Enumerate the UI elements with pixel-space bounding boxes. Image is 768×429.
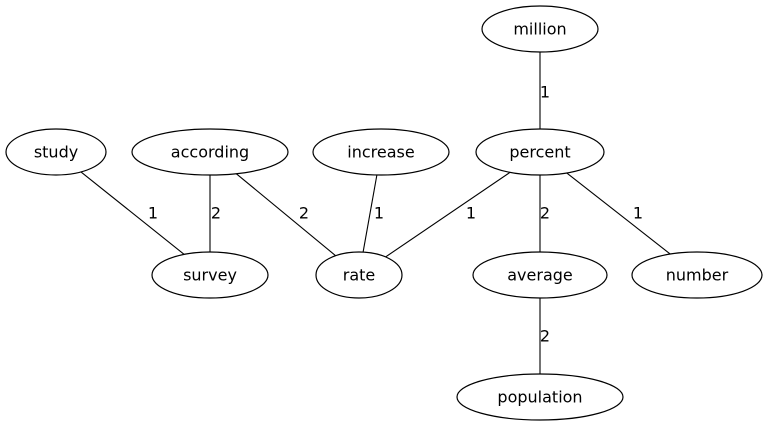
edges-layer: 1 1 2 2 1 1 2 1 2 [80, 52, 671, 374]
edge-weight-label: 2 [540, 327, 550, 346]
node-label: population [497, 388, 582, 407]
node-percent: percent [475, 128, 605, 176]
edge-average-population: 2 [539, 298, 550, 374]
edge-percent-average: 2 [539, 175, 550, 252]
edge-study-survey: 1 [80, 171, 185, 255]
edge-weight-label: 1 [374, 204, 384, 223]
edge-percent-number: 1 [566, 172, 671, 255]
node-label: increase [347, 143, 414, 162]
edge-percent-rate: 1 [385, 171, 511, 258]
edge-line [385, 171, 511, 258]
node-number: number [631, 251, 763, 299]
node-label: million [513, 20, 566, 39]
edge-weight-label: 1 [148, 204, 158, 223]
node-ellipse [312, 128, 450, 176]
node-label: survey [183, 266, 237, 285]
edge-weight-label: 1 [540, 83, 550, 102]
edge-increase-rate: 1 [362, 174, 384, 253]
node-rate: rate [315, 251, 403, 299]
node-according: according [131, 128, 289, 176]
node-ellipse [631, 251, 763, 299]
nodes-layer: million study according increase percent surv… [5, 5, 763, 421]
edge-line [80, 171, 185, 255]
node-label: average [507, 266, 573, 285]
node-ellipse [481, 5, 599, 53]
edge-line [362, 174, 378, 253]
node-ellipse [315, 251, 403, 299]
edge-weight-label: 1 [633, 204, 643, 223]
edge-weight-label: 2 [211, 204, 221, 223]
edge-million-percent: 1 [539, 52, 550, 129]
node-ellipse [131, 128, 289, 176]
node-ellipse [456, 373, 624, 421]
node-label: percent [509, 143, 570, 162]
node-label: according [171, 143, 249, 162]
edge-according-rate: 2 [235, 173, 336, 257]
edge-line [235, 173, 336, 257]
node-ellipse [472, 251, 608, 299]
node-label: number [666, 266, 729, 285]
node-label: study [34, 143, 78, 162]
edge-weight-label: 2 [540, 204, 550, 223]
node-label: rate [343, 266, 376, 285]
node-average: average [472, 251, 608, 299]
node-study: study [5, 128, 107, 176]
edge-weight-label: 2 [299, 204, 309, 223]
node-ellipse [151, 251, 269, 299]
node-population: population [456, 373, 624, 421]
node-million: million [481, 5, 599, 53]
edge-line [566, 172, 671, 255]
node-ellipse [475, 128, 605, 176]
edge-according-survey: 2 [209, 175, 221, 252]
node-ellipse [5, 128, 107, 176]
node-survey: survey [151, 251, 269, 299]
edge-weight-label: 1 [466, 204, 476, 223]
node-increase: increase [312, 128, 450, 176]
